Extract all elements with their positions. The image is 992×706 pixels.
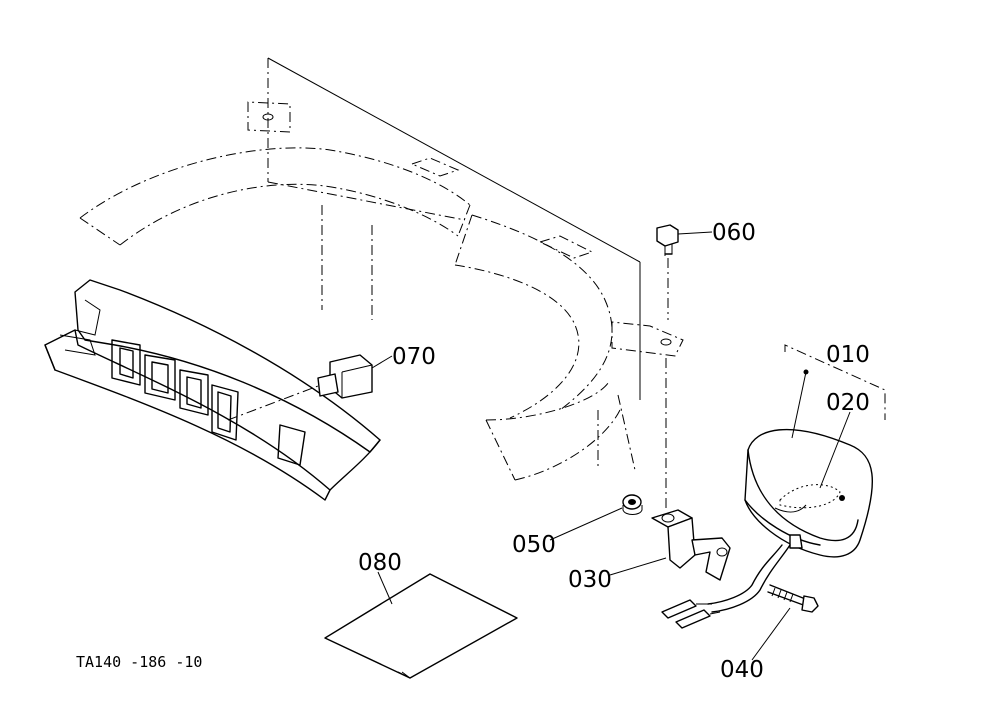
label-020: 020 — [826, 390, 870, 416]
part-030-bracket — [609, 509, 731, 581]
part-010-lamp — [661, 344, 886, 629]
label-040: 040 — [720, 657, 764, 683]
part-labels: 060 070 010 020 050 030 080 040 TA140 -1… — [76, 220, 870, 683]
part-050-nut — [549, 494, 643, 541]
front-panel — [44, 279, 381, 501]
label-070: 070 — [392, 344, 436, 370]
label-080: 080 — [358, 550, 402, 576]
label-060: 060 — [712, 220, 756, 246]
label-050: 050 — [512, 532, 556, 558]
part-070-switch — [227, 354, 393, 421]
vehicle-body-outline — [79, 57, 684, 481]
part-080-sheet — [324, 571, 518, 679]
label-010: 010 — [826, 342, 870, 368]
part-060-bolt — [656, 224, 713, 320]
part-040-bolt — [751, 584, 819, 661]
drawing-code: TA140 -186 -10 — [76, 653, 202, 671]
label-030: 030 — [568, 567, 612, 593]
